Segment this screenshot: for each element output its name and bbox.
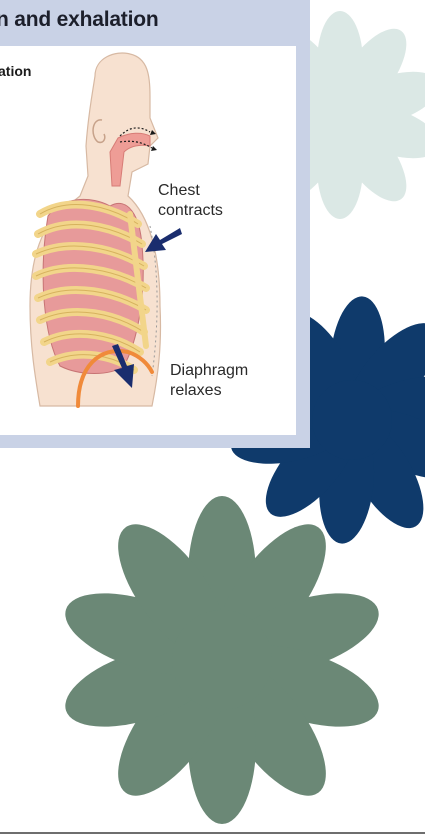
bottom-divider [0, 832, 425, 834]
chest-label: Chest contracts [158, 181, 223, 221]
diagram-card: n and exhalation ation [0, 0, 310, 448]
diagram-panel: ation [0, 46, 296, 435]
diaphragm-label: Diaphragm relaxes [170, 361, 248, 401]
exhalation-illustration [0, 46, 296, 435]
flower-sage [56, 496, 389, 824]
card-title: n and exhalation [0, 2, 310, 42]
